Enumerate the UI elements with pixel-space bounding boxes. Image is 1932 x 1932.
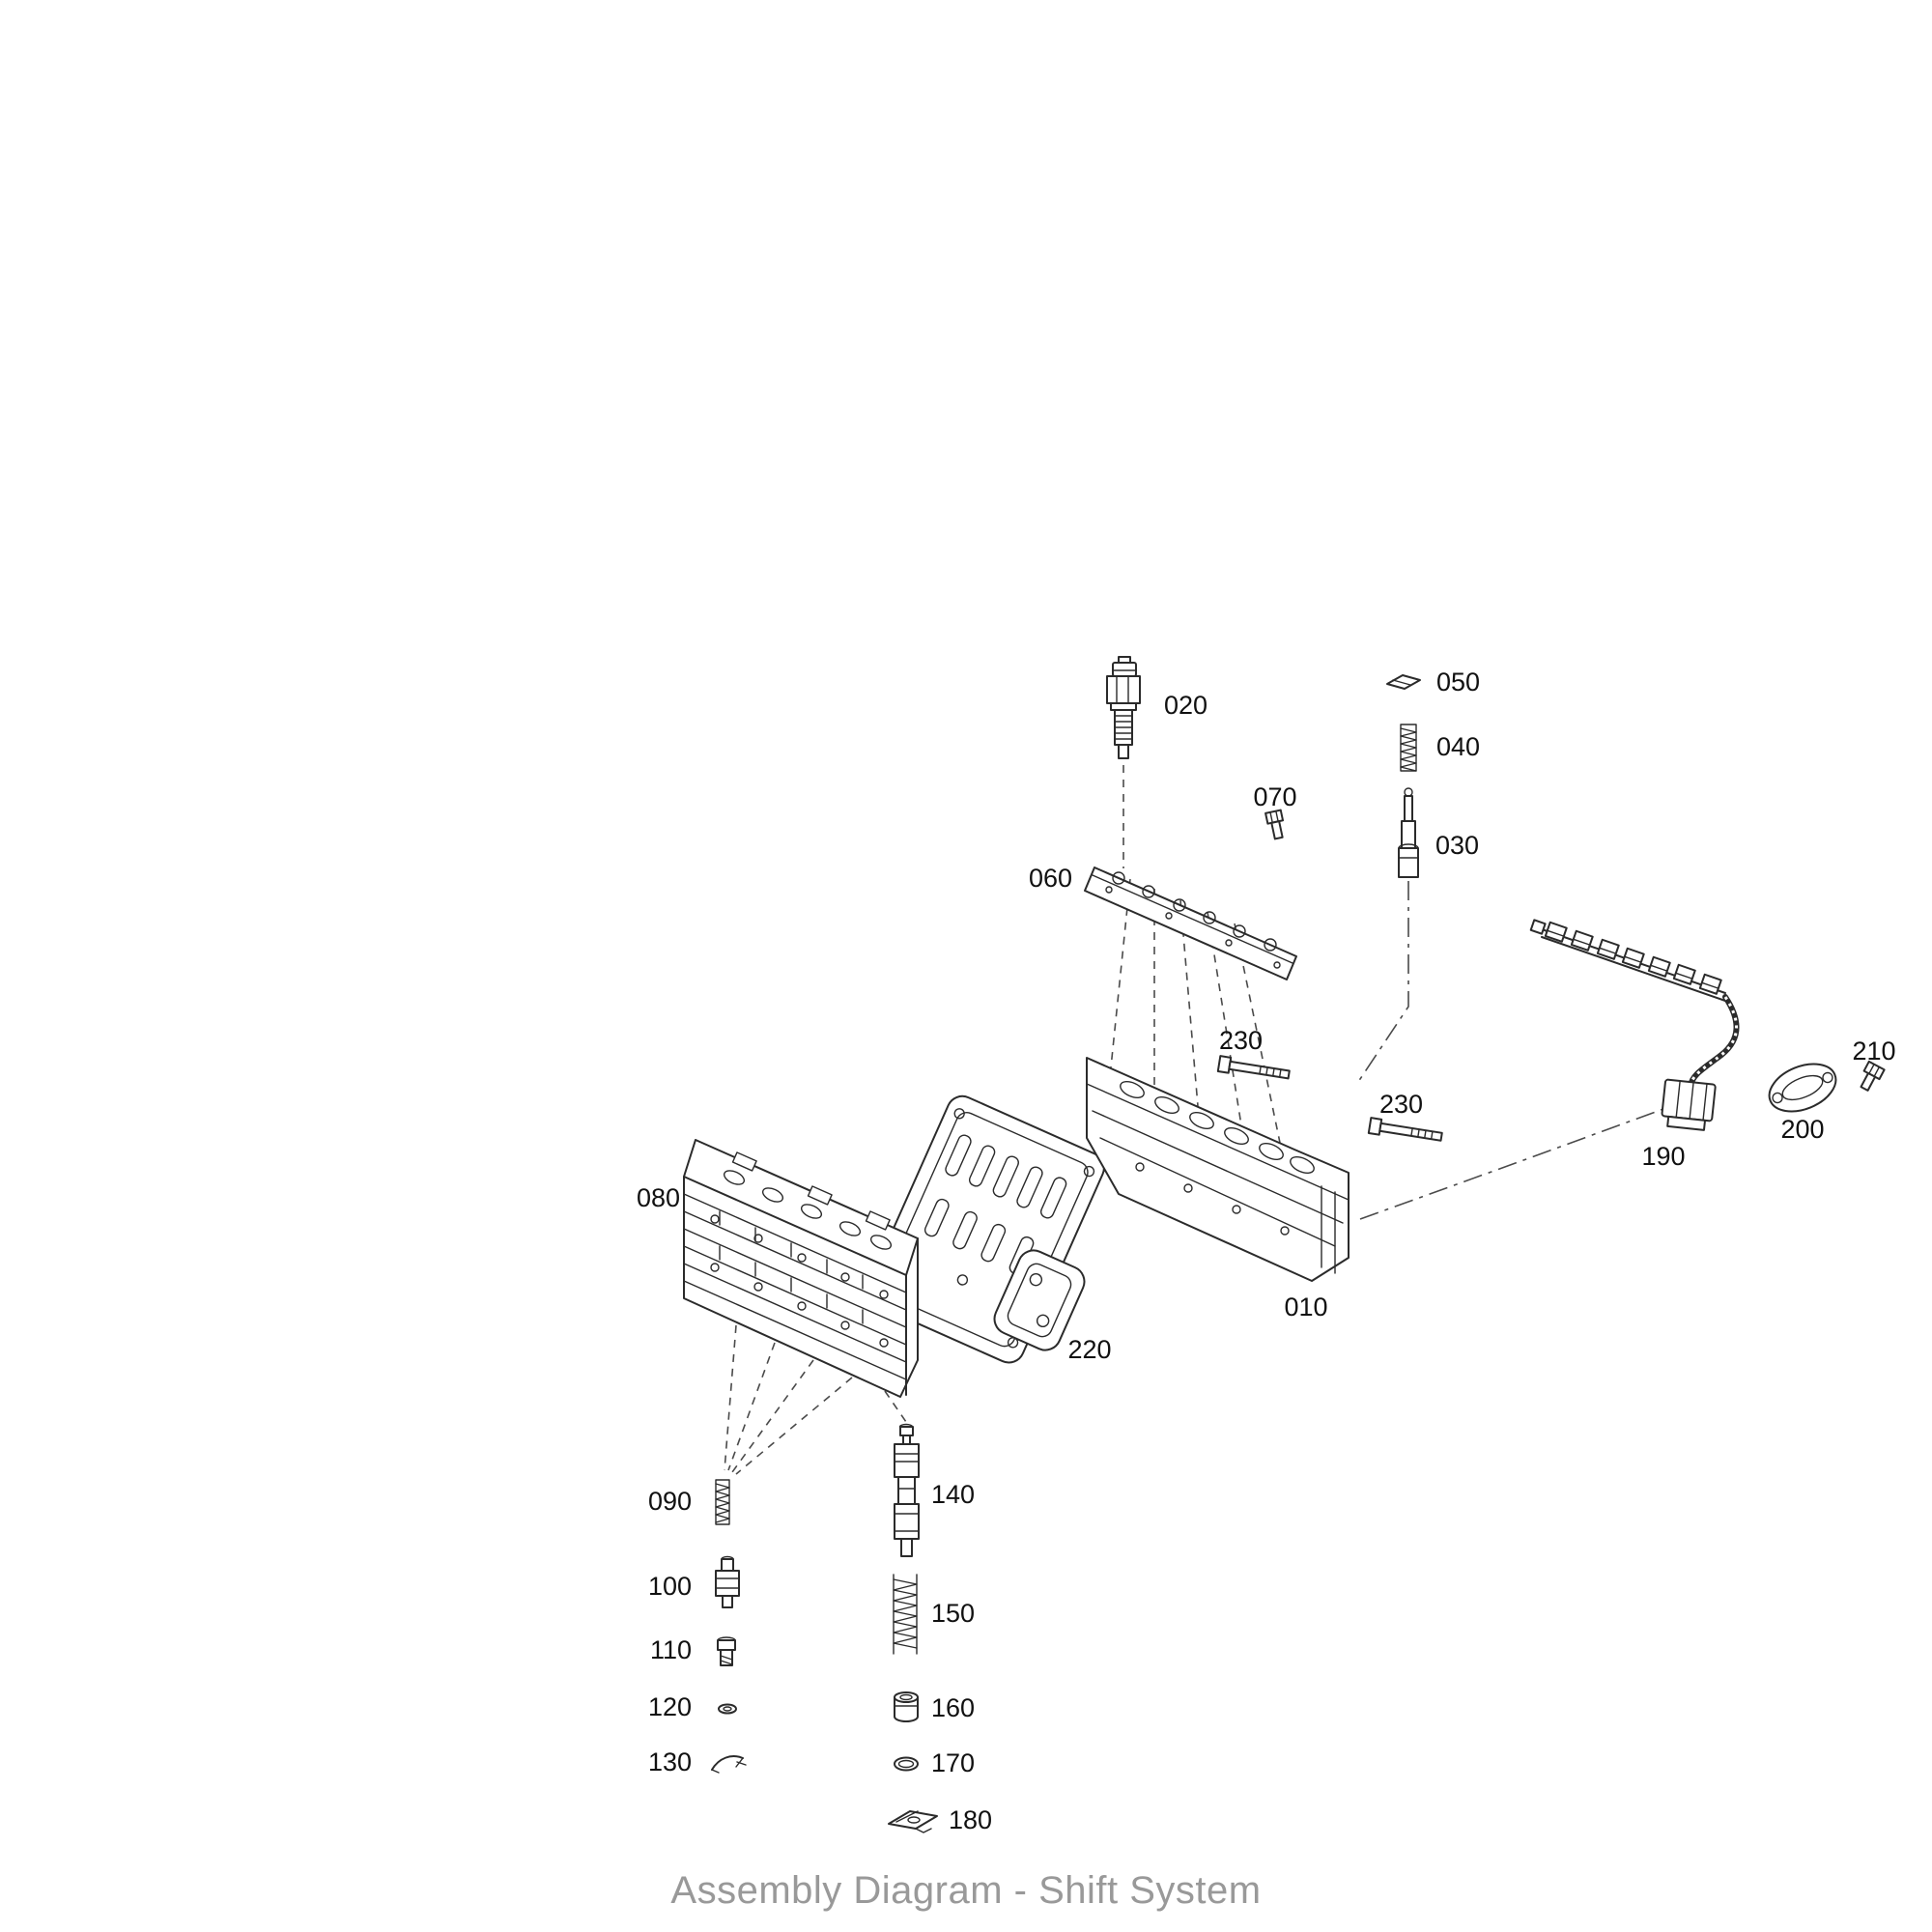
o-ring-drawing-170 (894, 1756, 919, 1772)
valve-pin-drawing-030 (1398, 787, 1419, 878)
callout-230b: 230 (1379, 1090, 1423, 1119)
callout-100: 100 (648, 1572, 692, 1601)
clip-drawing-130 (711, 1755, 747, 1774)
callout-230a: 230 (1219, 1026, 1263, 1055)
bolt-drawing-230b (1367, 1117, 1443, 1142)
callout-200: 200 (1780, 1115, 1824, 1144)
callout-160: 160 (931, 1693, 975, 1722)
callout-170: 170 (931, 1748, 975, 1777)
bolt-drawing-070 (1264, 809, 1285, 840)
spring-drawing-150 (893, 1574, 918, 1655)
retainer-plate-drawing-180 (888, 1810, 938, 1833)
piston-drawing-160 (894, 1691, 919, 1722)
gasket-drawing-200 (1768, 1063, 1837, 1113)
clip-drawing-050 (1386, 674, 1421, 690)
callout-030: 030 (1435, 831, 1479, 860)
callout-180: 180 (949, 1805, 992, 1834)
callout-050: 050 (1436, 668, 1480, 696)
callout-040: 040 (1436, 732, 1480, 761)
separator-plate-drawing-060 (1084, 867, 1297, 980)
callout-130: 130 (648, 1747, 692, 1776)
callout-010: 010 (1284, 1293, 1327, 1321)
callout-220: 220 (1067, 1335, 1111, 1364)
bolt-drawing-230a (1216, 1055, 1291, 1080)
valve-piston-drawing-140 (894, 1423, 920, 1557)
screw-drawing-210 (1860, 1060, 1886, 1092)
wiring-harness-drawing-190 (1529, 919, 1740, 1131)
callout-020: 020 (1164, 691, 1208, 720)
callout-120: 120 (648, 1692, 692, 1721)
diagram-title: Assembly Diagram - Shift System (670, 1869, 1262, 1912)
valve-body-drawing-010 (1086, 1057, 1350, 1282)
callout-150: 150 (931, 1599, 975, 1628)
callout-labels: 020 050 040 070 030 060 230 230 210 200 … (637, 668, 1896, 1834)
callout-190: 190 (1641, 1142, 1685, 1171)
callout-060: 060 (1029, 864, 1072, 893)
plug-drawing-110 (717, 1636, 736, 1666)
spring-drawing-040 (1400, 724, 1417, 772)
callout-110: 110 (650, 1635, 692, 1664)
callout-090: 090 (648, 1487, 692, 1516)
valve-body-drawing-080 (683, 1139, 919, 1398)
callout-080: 080 (637, 1183, 680, 1212)
solenoid-valve-drawing-020 (1106, 656, 1141, 759)
valve-drawing-100 (715, 1555, 740, 1608)
spring-drawing-090 (715, 1479, 730, 1525)
washer-drawing-120 (718, 1703, 737, 1715)
callout-070: 070 (1253, 782, 1296, 811)
gasket-plate-drawing-220 (866, 1094, 1105, 1364)
callout-210: 210 (1852, 1037, 1895, 1065)
callout-140: 140 (931, 1480, 975, 1509)
